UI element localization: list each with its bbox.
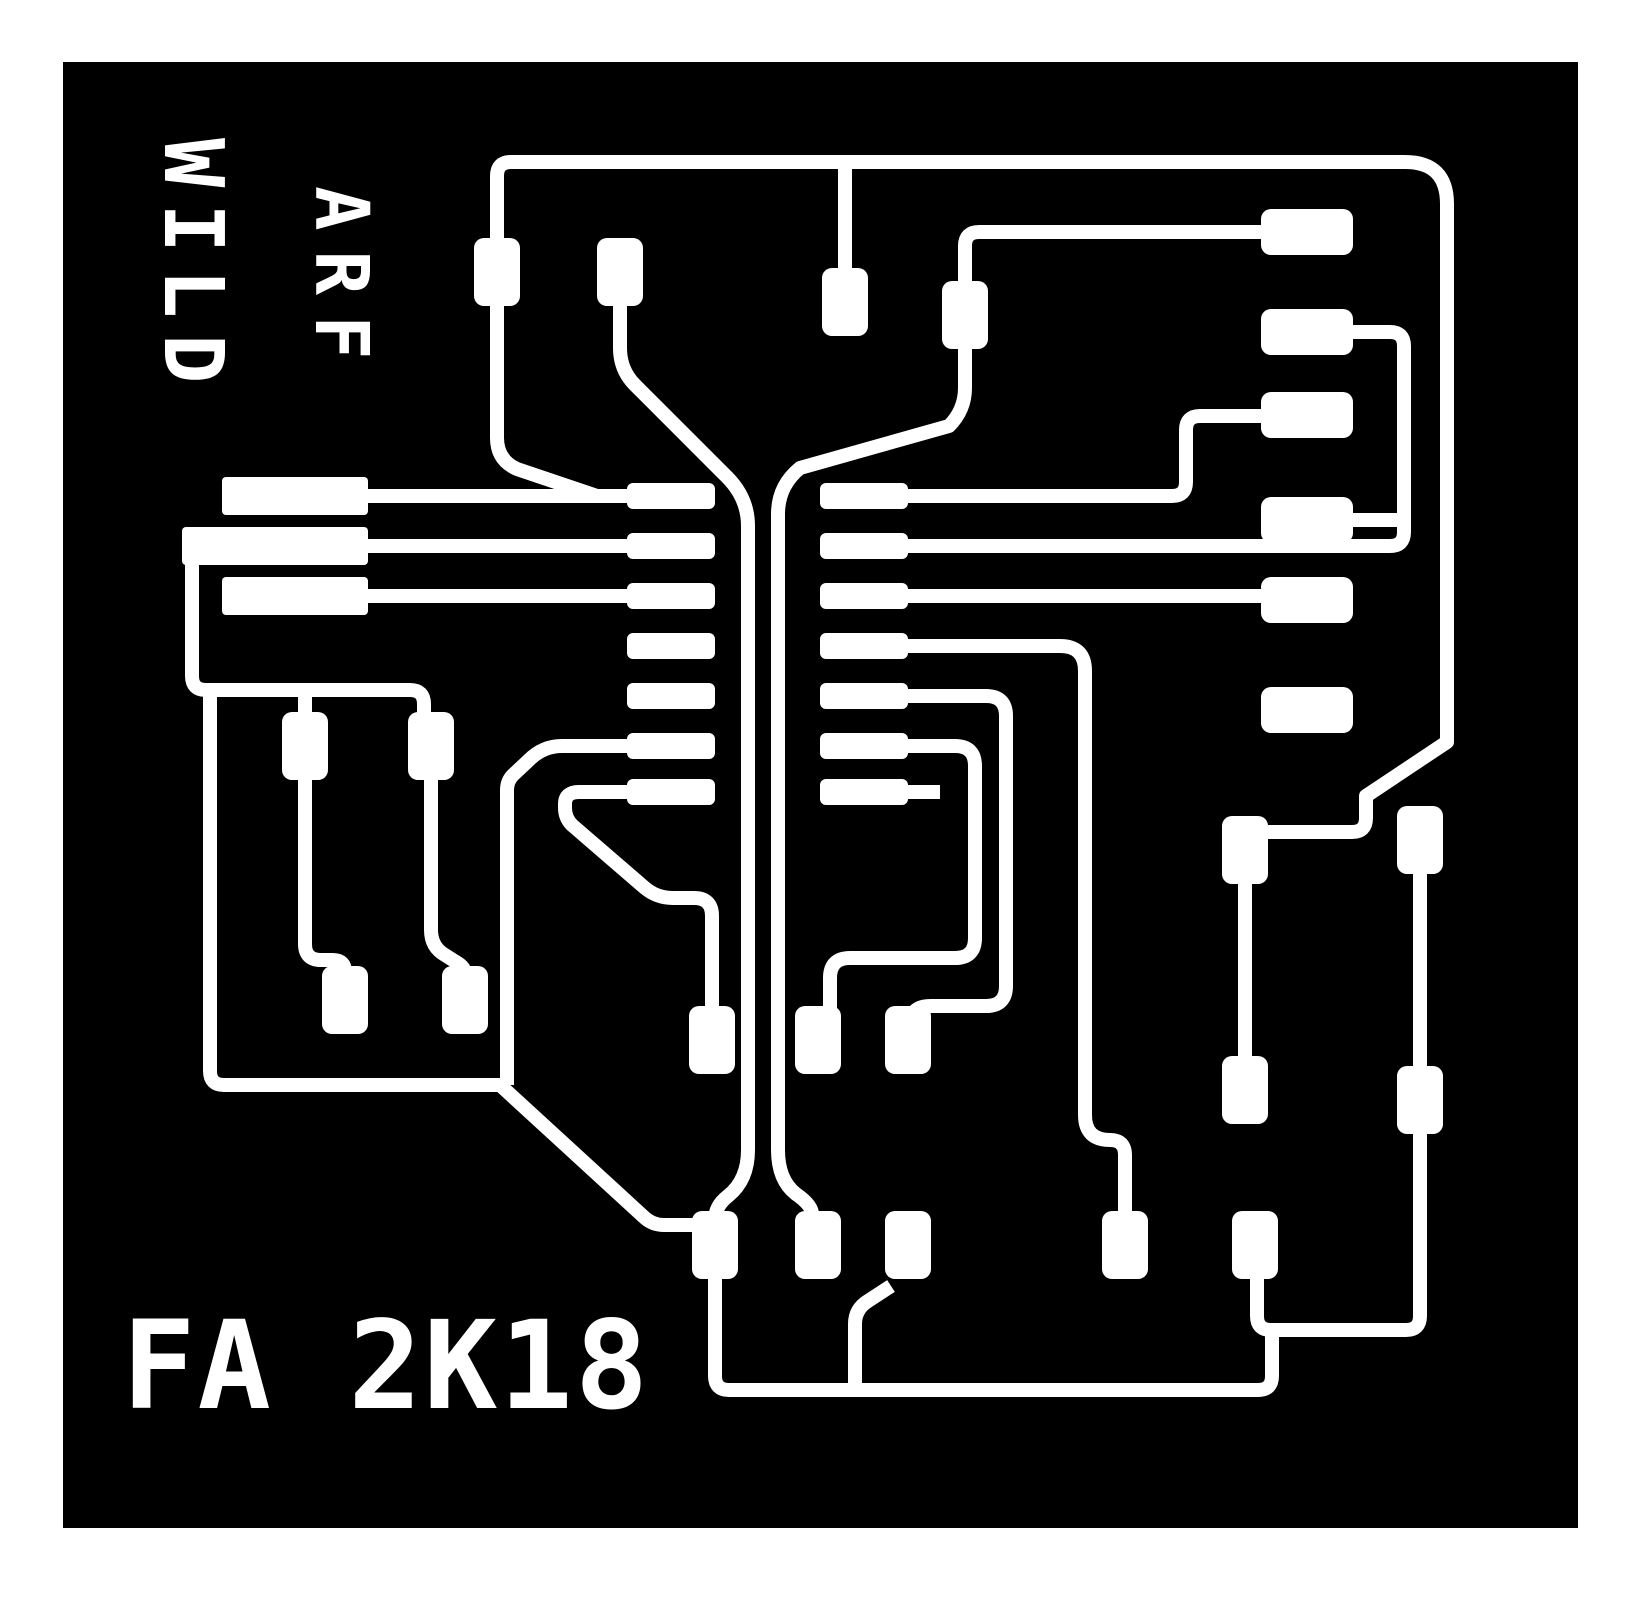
copper-trace (500, 739, 630, 1085)
solder-pad (1397, 806, 1443, 874)
solder-pad (689, 1006, 735, 1074)
solder-pad (597, 238, 643, 306)
solder-pad (322, 966, 368, 1034)
copper-trace (1250, 1130, 1427, 1337)
bus-bar (182, 527, 368, 565)
solder-pad (1261, 497, 1353, 543)
copper-trace (613, 276, 755, 1221)
solder-pad (1222, 816, 1268, 884)
ic-pad (820, 533, 908, 559)
solder-pad (822, 268, 868, 336)
ic-pad (627, 733, 715, 759)
bus-bar (222, 577, 368, 615)
copper-trace (298, 778, 352, 973)
solder-pad (1261, 209, 1353, 255)
solder-pad (1232, 1211, 1278, 1279)
ic-pad (820, 583, 908, 609)
ic-pad (820, 633, 908, 659)
silkscreen-arf-label: ARF (298, 186, 384, 380)
solder-pad (885, 1006, 931, 1074)
solder-pad (885, 1211, 931, 1279)
solder-pad (1261, 687, 1353, 733)
silkscreen-fa2k18-label: FA 2K18 (122, 1295, 650, 1437)
solder-pad (942, 281, 988, 349)
copper-trace (558, 785, 719, 1010)
ic-pad (627, 683, 715, 709)
copper-trace (905, 409, 1261, 503)
solder-pad (1261, 309, 1353, 355)
ic-pad (627, 533, 715, 559)
copper-trace (771, 349, 972, 1215)
ic-pad (820, 683, 908, 709)
solder-pad (474, 238, 520, 306)
copper-traces (185, 155, 1454, 1397)
bus-bar (222, 477, 368, 515)
ic-pad (820, 733, 908, 759)
solder-pad (692, 1211, 738, 1279)
solder-pad (1397, 1066, 1443, 1134)
solder-pad (1102, 1211, 1148, 1279)
ic-pad (627, 583, 715, 609)
solder-pad (1261, 577, 1353, 623)
solder-pad (795, 1211, 841, 1279)
solder-pads (182, 209, 1443, 1279)
ic-pad (820, 483, 908, 509)
solder-pad (1222, 1056, 1268, 1124)
solder-pad (795, 1006, 841, 1074)
copper-trace (490, 155, 1454, 839)
copper-trace (708, 1276, 1279, 1397)
copper-trace (823, 739, 982, 1012)
solder-pad (408, 712, 454, 780)
silkscreen-wild-label: WILD (145, 138, 240, 399)
solder-pad (282, 712, 328, 780)
solder-pad (1261, 392, 1353, 438)
silkscreen-labels: WILD ARF FA 2K18 (122, 138, 650, 1437)
copper-trace (958, 225, 1261, 285)
copper-trace (848, 1280, 895, 1390)
copper-trace (905, 639, 1132, 1215)
ic-pad (820, 779, 908, 805)
solder-pad (442, 966, 488, 1034)
ic-pad (627, 483, 715, 509)
copper-trace (905, 325, 1411, 553)
copper-trace (490, 304, 600, 503)
ic-pad (627, 779, 715, 805)
ic-pad (627, 633, 715, 659)
